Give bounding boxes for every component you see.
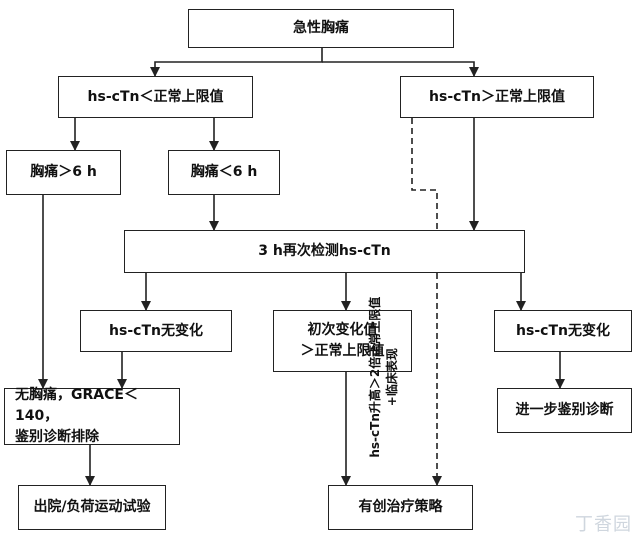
node-chest-pain-under-6h: 胸痛＜6 h [168,150,280,195]
node-no-change-right: hs-cTn无变化 [494,310,632,352]
edge-top-right [322,61,479,77]
node-discharge-stress-test: 出院/负荷运动试验 [18,485,166,530]
node-further-differential: 进一步鉴别诊断 [497,388,632,433]
node-acute-chest-pain: 急性胸痛 [188,9,454,48]
node-retest-3h: 3 h再次检测hs-cTn [124,230,525,273]
node-chest-pain-over-6h: 胸痛＞6 h [6,150,121,195]
watermark-logo: 丁香园 [575,514,632,535]
node-initial-change-above-limit: 初次变化值 ＞正常上限值 [273,310,412,372]
edge-dashed-above-to-invasive [411,118,442,486]
node-no-change-left: hs-cTn无变化 [80,310,232,352]
edge-top-split [150,48,323,77]
node-hs-ctn-above-limit: hs-cTn＞正常上限值 [400,76,594,118]
node-invasive-treatment: 有创治疗策略 [328,485,473,530]
dashed-path-label: hs-cTn升高＞2倍正常上限值 +临床表现 [367,296,399,458]
node-hs-ctn-below-limit: hs-cTn＜正常上限值 [58,76,253,118]
node-pain-free-grace: 无胸痛，GRACE＜140， 鉴别诊断排除 [4,387,180,445]
